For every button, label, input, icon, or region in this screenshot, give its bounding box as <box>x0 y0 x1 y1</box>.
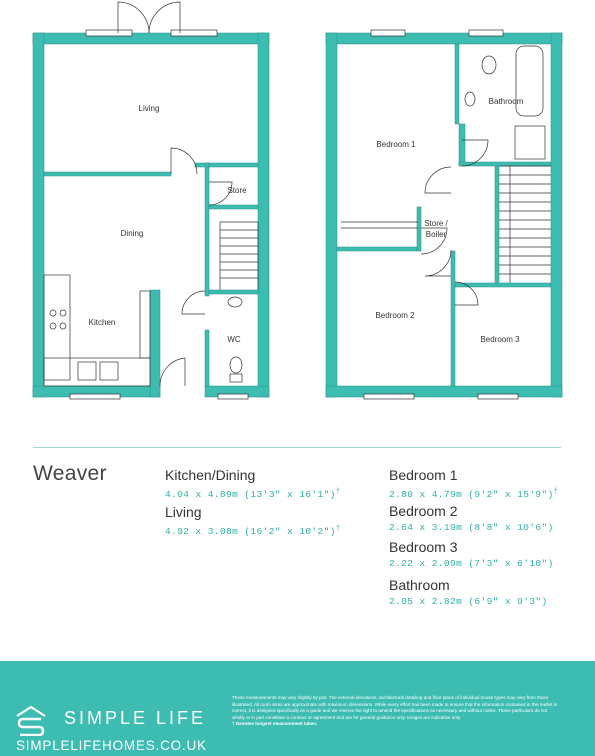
ground-floor-plan: Living Dining Store Kitchen WC <box>32 1 270 400</box>
room-label-bedroom1: Bedroom 1 <box>376 140 416 149</box>
room-label-store-line1: Store / <box>424 219 448 228</box>
window-bathroom <box>468 29 504 37</box>
spec-bathroom: Bathroom 2.05 x 2.82m (6'9" x 9'3") <box>389 577 548 609</box>
kitchen-drainer <box>99 361 119 381</box>
spec-name: Kitchen/Dining <box>165 467 256 483</box>
french-door-right <box>148 1 181 34</box>
door-bedroom1 <box>424 166 452 194</box>
door-store <box>208 181 233 206</box>
room-label-wc: WC <box>227 335 241 344</box>
door-bedroom2 <box>424 249 452 277</box>
spec-bedroom1: Bedroom 1 2.80 x 4.79m (9'2" x 15'9")† <box>389 467 558 502</box>
brand-name: SIMPLE LIFE <box>64 708 207 728</box>
spec-name: Bedroom 2 <box>389 503 458 519</box>
room-label-bathroom: Bathroom <box>489 97 524 106</box>
door-living <box>170 147 198 175</box>
bathtub <box>515 45 544 117</box>
spec-dims: 2.64 x 3.19m (8'8" x 10'6") <box>389 522 554 533</box>
ground-stairs <box>219 221 259 290</box>
kitchen-sink <box>77 361 97 381</box>
hob-ring-4 <box>59 322 67 330</box>
spec-living: Living 4.92 x 3.08m (16'2" x 10'2")† <box>165 504 340 539</box>
room-label-bedroom2: Bedroom 2 <box>375 311 415 320</box>
shower-tray <box>514 125 546 160</box>
wc-basin <box>227 296 243 308</box>
section-divider <box>33 447 561 448</box>
room-label-kitchen: Kitchen <box>89 318 116 327</box>
door-store-boiler <box>420 227 448 255</box>
kitchen-counter-right <box>139 290 151 359</box>
window-bedroom3 <box>477 393 519 400</box>
spec-name: Bedroom 3 <box>389 539 458 555</box>
hob-ring-3 <box>49 322 57 330</box>
wc-toilet <box>229 356 243 374</box>
kitchen-counter-left <box>43 274 71 381</box>
spec-dims: 4.92 x 3.08m (16'2" x 10'2")† <box>165 525 341 538</box>
window-bedroom1 <box>370 29 406 37</box>
kitchen-counter-bottom <box>43 357 151 387</box>
bath-toilet <box>481 55 497 75</box>
ground-floor-walls <box>32 32 270 398</box>
first-floor-walls <box>325 32 563 398</box>
hob-ring-1 <box>49 309 57 317</box>
footer-bar: SIMPLE LIFE SIMPLELIFEHOMES.CO.UK These … <box>0 661 595 756</box>
french-door-left <box>117 1 150 34</box>
window-living-top <box>85 29 133 37</box>
window-bedroom2 <box>363 393 415 400</box>
door-front <box>159 357 186 387</box>
room-label-living: Living <box>139 104 160 113</box>
spec-dims: 2.80 x 4.79m (9'2" x 15'9")† <box>389 488 559 501</box>
bath-basin <box>464 91 476 107</box>
hob-ring-2 <box>59 309 67 317</box>
simple-life-logo-icon <box>16 705 46 736</box>
spec-bedroom2: Bedroom 2 2.64 x 3.19m (8'8" x 10'6") <box>389 503 554 535</box>
window-living-top-right <box>170 29 218 37</box>
door-bathroom <box>461 139 489 167</box>
ground-floor-fixtures <box>43 1 259 400</box>
door-wc <box>181 290 206 315</box>
house-name: Weaver <box>33 462 107 485</box>
window-kitchen <box>69 393 121 400</box>
spec-name: Living <box>165 504 202 520</box>
window-wc <box>217 393 249 400</box>
website-link[interactable]: SIMPLELIFEHOMES.CO.UK <box>16 738 207 753</box>
room-label-store-line2: Boiler <box>426 230 447 239</box>
disclaimer: These measurements may vary slightly by … <box>232 695 557 727</box>
first-floor-plan: Bedroom 1 Bathroom Store / Boiler Bedroo… <box>325 29 563 400</box>
spec-dims: 2.22 x 2.09m (7'3" x 6'10") <box>389 558 554 569</box>
first-stairs <box>499 165 551 283</box>
room-label-bedroom3: Bedroom 3 <box>480 335 520 344</box>
spec-dims: 4.04 x 4.89m (13'3" x 16'1")† <box>165 488 341 501</box>
spec-kitchen-dining: Kitchen/Dining 4.04 x 4.89m (13'3" x 16'… <box>165 467 340 502</box>
room-label-dining: Dining <box>121 229 144 238</box>
first-floor-fixtures <box>341 29 551 400</box>
wc-cistern <box>229 373 243 383</box>
spec-name: Bathroom <box>389 577 450 593</box>
spec-dims: 2.05 x 2.82m (6'9" x 9'3") <box>389 596 548 607</box>
door-bedroom3 <box>454 281 479 306</box>
floor-plans: Living Dining Store Kitchen WC <box>32 1 563 400</box>
spec-bedroom3: Bedroom 3 2.22 x 2.09m (7'3" x 6'10") <box>389 539 554 571</box>
spec-name: Bedroom 1 <box>389 467 458 483</box>
room-label-store: Store <box>227 186 247 195</box>
